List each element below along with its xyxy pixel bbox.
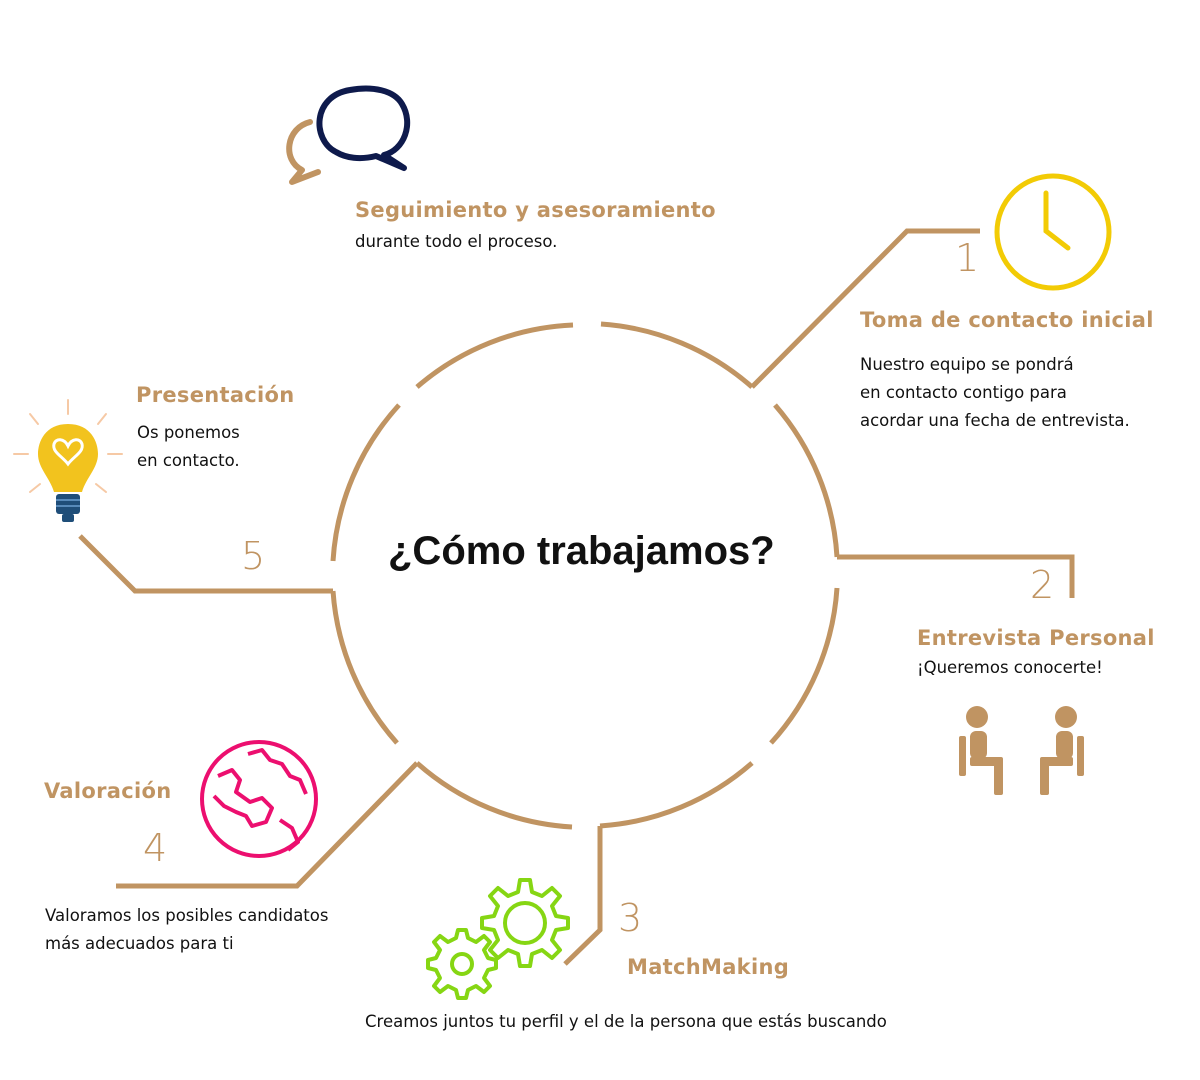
connector-step-4 (116, 761, 419, 889)
globe-icon (200, 740, 318, 858)
connector-step-1 (750, 228, 980, 389)
circle-arc-right-upper (773, 403, 840, 558)
connector-step-2 (837, 554, 1075, 598)
followup-desc-line: durante todo el proceso. (355, 232, 558, 251)
step-4-desc-line-2: más adecuados para ti (45, 934, 234, 953)
step-5-desc-line-2: en contacto. (137, 451, 240, 470)
circle-arc-left-lower (330, 590, 399, 745)
speech-bubbles-icon (286, 85, 411, 185)
step-1-title: Toma de contacto inicial (860, 308, 1154, 332)
interview-people-icon (959, 706, 1084, 795)
step-3-desc-line: Creamos juntos tu perfil y el de la pers… (365, 1012, 887, 1031)
step-1-desc-line-3: acordar una fecha de entrevista. (860, 411, 1130, 430)
circle-arc-left-upper (330, 403, 401, 562)
circle-arc-right-lower (769, 587, 840, 745)
center-circle (330, 321, 840, 830)
center-title: ¿Cómo trabajamos? (388, 529, 775, 573)
step-1-desc-line-1: Nuestro equipo se pondrá (860, 355, 1074, 374)
step-5-number: 5 (241, 534, 266, 578)
circle-arc-top-left (415, 322, 574, 389)
step-3-number: 3 (618, 896, 643, 940)
step-2-desc-line: ¡Queremos conocerte! (917, 658, 1103, 677)
step-1-number: 1 (955, 236, 980, 280)
step-2-title: Entrevista Personal (917, 626, 1155, 650)
clock-icon (994, 173, 1112, 291)
step-5-title: Presentación (136, 383, 295, 407)
gears-icon (426, 878, 570, 1000)
circle-arc-top-right (600, 321, 754, 389)
connector-step-3 (563, 826, 603, 966)
step-1-desc-line-2: en contacto contigo para (860, 383, 1067, 402)
step-3-title: MatchMaking (627, 955, 790, 979)
step-4-number: 4 (143, 826, 168, 870)
lightbulb-icon (13, 399, 123, 522)
followup-title: Seguimiento y asesoramiento (355, 198, 716, 222)
step-5-desc-line-1: Os ponemos (137, 423, 240, 442)
connector-step-5 (78, 534, 333, 594)
step-2-number: 2 (1030, 563, 1055, 607)
step-4-desc-line-1: Valoramos los posibles candidatos (45, 906, 329, 925)
circle-arc-bottom-right (599, 761, 754, 829)
circle-arc-bottom-left (415, 761, 573, 830)
step-4-title: Valoración (44, 779, 172, 803)
